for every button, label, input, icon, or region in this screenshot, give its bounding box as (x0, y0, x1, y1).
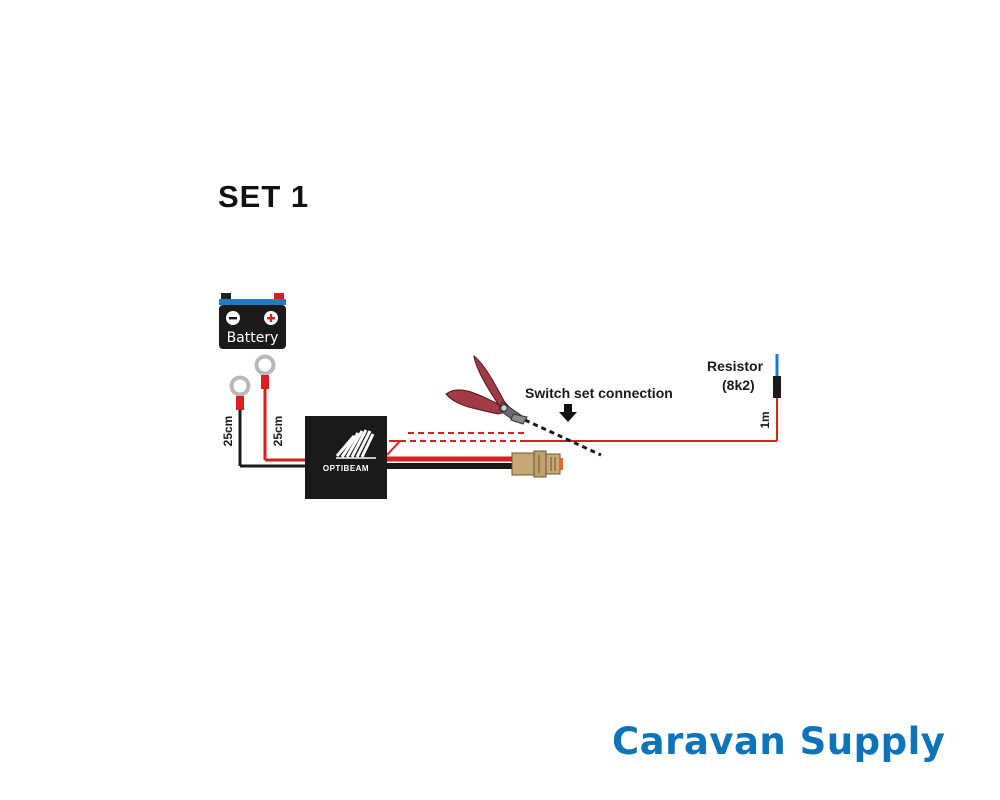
positive-lead (254, 354, 306, 462)
dt-connector-icon (511, 450, 563, 478)
wire-cutter-icon (445, 354, 528, 425)
battery-label: Battery (227, 330, 279, 346)
switch-lead (386, 398, 778, 456)
negative-lead (229, 375, 306, 468)
output-cable (386, 456, 515, 469)
relay-brand: OPTIBEAM (323, 464, 369, 473)
cut-line (524, 418, 602, 457)
switch-connection-label: Switch set connection (525, 385, 673, 401)
battery-icon: Battery (219, 293, 286, 349)
resistor-value: (8k2) (722, 377, 755, 393)
negative-cable-length: 25cm (221, 416, 235, 447)
switch-lead-length: 1m (758, 411, 772, 428)
diagram-title: SET 1 (218, 179, 309, 214)
optibeam-logo-icon (335, 429, 376, 459)
relay-box: OPTIBEAM (305, 416, 387, 499)
positive-cable-length: 25cm (271, 416, 285, 447)
caravan-supply-logo: Caravan Supply (612, 720, 945, 763)
arrow-down-icon (559, 404, 577, 422)
resistor-icon (773, 354, 781, 398)
resistor-label: Resistor (707, 358, 764, 374)
